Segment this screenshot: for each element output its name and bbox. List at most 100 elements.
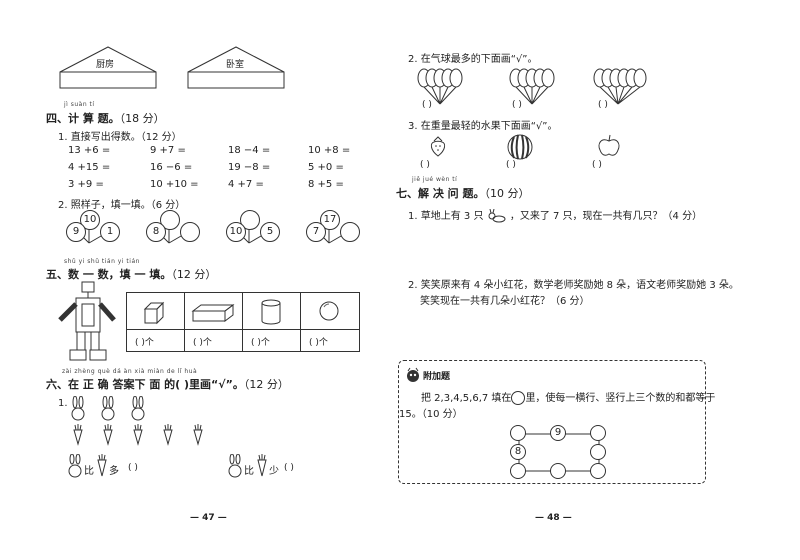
answer-blank[interactable]: ( )	[598, 100, 608, 110]
count-blank[interactable]: ( )个	[309, 338, 328, 348]
section6-title: 六、在 正 确 答案下 面 的( )里画“√”。	[46, 378, 244, 391]
tree-top: 17	[320, 210, 340, 230]
house-label: 卧室	[226, 60, 245, 70]
grid-cell[interactable]	[590, 463, 606, 479]
section6-q1: 1.	[58, 398, 68, 409]
answer-blank[interactable]: ( )	[128, 463, 138, 473]
section5-heading: 五、数 一 数，填 一 填。（12 分）	[46, 266, 216, 282]
exercise: 13 +6 =	[68, 145, 111, 156]
rabbit-sketch-icon	[488, 208, 506, 223]
section4-points: （18 分）	[119, 112, 165, 125]
balloons-icon	[593, 68, 647, 105]
number-tree: 10 9 1	[66, 210, 128, 246]
exercise: 4 +7 =	[228, 179, 264, 190]
section4-q1: 1. 直接写出得数。（12 分）	[58, 132, 182, 143]
right-q3: 3. 在重量最轻的水果下面画“√”。	[408, 121, 558, 132]
section6-points: （12 分）	[243, 378, 289, 391]
bonus-line1b: 里，使每一横行、竖行上三个数的和都等于	[525, 393, 716, 404]
bonus-box: 附加题 把 2,3,4,5,6,7 填在里，使每一横行、竖行上三个数的和都等于 …	[398, 360, 715, 484]
table-cell: ( )个	[301, 293, 359, 351]
shape-robot-icon	[58, 281, 116, 361]
section6-pinyin: zài zhèng què dá àn xià miàn de lǐ huà	[62, 368, 198, 375]
grid-cell[interactable]	[510, 463, 526, 479]
house-outline	[59, 46, 157, 89]
apple-icon	[598, 134, 620, 156]
q1-text-a: 1. 草地上有 3 只	[408, 211, 484, 222]
exercise: 10 +10 =	[150, 179, 199, 190]
section5-pinyin: shǔ yi shǔ tián yi tián	[64, 258, 140, 265]
table-cell: ( )个	[185, 293, 243, 351]
grid-cell[interactable]	[550, 463, 566, 479]
exercise: 9 +7 =	[150, 145, 186, 156]
grid-cell[interactable]	[590, 444, 606, 460]
circle-slot-icon	[511, 391, 526, 405]
tree-top	[240, 210, 260, 230]
answer-blank[interactable]: ( )	[512, 100, 522, 110]
carrot-icon	[97, 454, 107, 477]
number-tree: 10 5	[226, 210, 288, 246]
answer-blank[interactable]: ( )	[420, 160, 430, 170]
number-tree: 17 7	[306, 210, 368, 246]
tree-right	[340, 222, 360, 242]
tree-left: 8	[146, 222, 166, 242]
bonus-line1a: 把 2,3,4,5,6,7 填在	[421, 393, 512, 404]
bonus-title: 附加题	[423, 372, 451, 382]
section7-q2-line2: 笑笑现在一共有几朵小红花？（6 分）	[420, 296, 590, 307]
carrots-icon	[73, 424, 203, 446]
tree-right: 1	[100, 222, 120, 242]
tree-left: 10	[226, 222, 246, 242]
section4-heading: 四、计 算 题。（18 分）	[46, 110, 165, 126]
answer-blank[interactable]: ( )	[422, 100, 432, 110]
bonus-line2: 15。（10 分）	[399, 409, 463, 420]
count-blank[interactable]: ( )个	[251, 338, 270, 348]
compare-word: 多	[109, 466, 119, 477]
house-outline	[187, 46, 285, 89]
count-blank[interactable]: ( )个	[193, 338, 212, 348]
compare-word: 比	[84, 466, 94, 477]
exercise: 3 +9 =	[68, 179, 104, 190]
tree-left: 7	[306, 222, 326, 242]
page-number-left: — 47 —	[190, 513, 227, 523]
count-blank[interactable]: ( )个	[135, 338, 154, 348]
cube-icon	[143, 301, 165, 325]
rabbit-icon	[228, 454, 242, 478]
number-grid: 9 8	[509, 425, 609, 479]
strawberry-icon	[430, 136, 446, 157]
tree-top	[160, 210, 180, 230]
compare-word: 少	[269, 466, 279, 477]
grid-cell[interactable]	[590, 425, 606, 441]
section7-q1: 1. 草地上有 3 只 ，又来了 7 只，现在一共有几只？（4 分）	[408, 207, 702, 223]
bonus-mascot-icon	[407, 367, 419, 382]
section7-heading: 七、解 决 问 题。（10 分）	[396, 185, 530, 201]
tree-left: 9	[66, 222, 86, 242]
section7-title: 七、解 决 问 题。	[396, 187, 485, 200]
section5-points: （12 分）	[171, 268, 217, 281]
balloons-icon	[509, 68, 555, 105]
answer-blank[interactable]: ( )	[592, 160, 602, 170]
carrot-icon	[257, 454, 267, 477]
watermelon-icon	[507, 134, 533, 160]
section5-title: 五、数 一 数，填 一 填。	[46, 268, 172, 281]
section4-title: 四、计 算 题。	[46, 112, 120, 125]
rabbits-icon	[71, 396, 145, 421]
section7-q2-line1: 2. 笑笑原来有 4 朵小红花，数学老师奖励她 8 朵，语文老师奖励她 3 朵。	[408, 280, 739, 291]
exercise: 19 −8 =	[228, 162, 271, 173]
section7-points: （10 分）	[484, 187, 530, 200]
answer-blank[interactable]: ( )	[284, 463, 294, 473]
page-number-right: — 48 —	[535, 513, 572, 523]
right-q2: 2. 在气球最多的下面画“√”。	[408, 54, 538, 65]
house-kitchen: 厨房	[58, 44, 158, 90]
cylinder-icon	[261, 299, 281, 325]
grid-cell[interactable]: 8	[510, 444, 526, 460]
rabbit-icon	[68, 454, 82, 478]
section4-q2: 2. 照样子，填一填。（6 分）	[58, 200, 186, 211]
grid-cell[interactable]	[510, 425, 526, 441]
answer-blank[interactable]: ( )	[506, 160, 516, 170]
grid-cell[interactable]: 9	[550, 425, 566, 441]
section7-pinyin: jiě jué wèn tí	[412, 176, 458, 183]
q1-text-b: ，又来了 7 只，现在一共有几只？（4 分）	[509, 211, 703, 222]
compare-word: 比	[244, 466, 254, 477]
house-bedroom: 卧室	[186, 44, 286, 90]
balloons-icon	[417, 68, 463, 105]
exercise: 4 +15 =	[68, 162, 111, 173]
